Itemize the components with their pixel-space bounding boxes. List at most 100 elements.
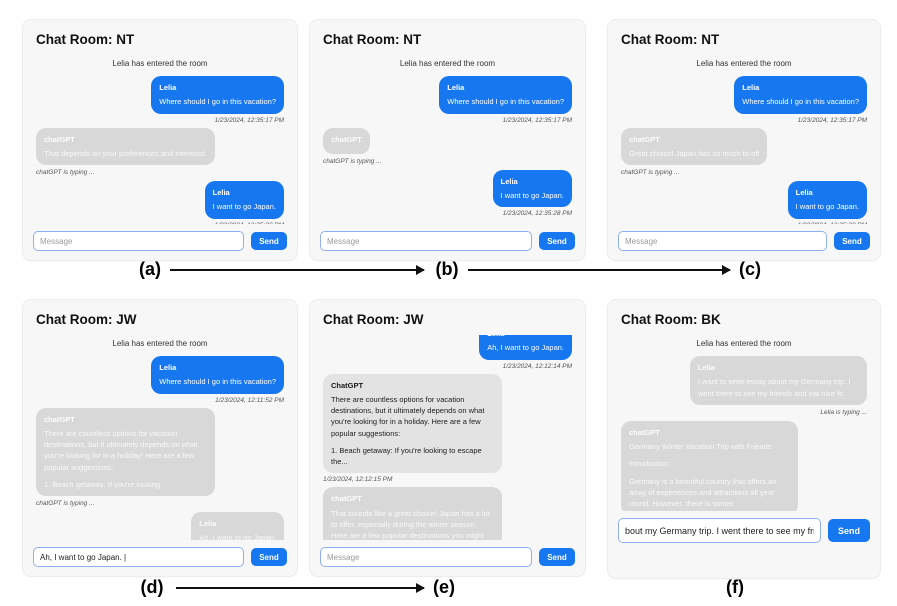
message-timestamp: 1/23/2024, 12:35:17 PM xyxy=(214,116,284,124)
message-text: That depends on your preferences and int… xyxy=(44,148,207,158)
message-input[interactable] xyxy=(320,231,532,251)
message-text: There are countless options for vacation… xyxy=(44,428,198,472)
message-text: Great choice! Japan has so much to off xyxy=(629,148,760,158)
message-timestamp: 1/23/2024, 12:35:17 PM xyxy=(797,116,867,124)
message-text: Where should I go in this vacation? xyxy=(742,97,859,107)
figure-label-d: (d) xyxy=(140,577,164,597)
figure-label-b: (b) xyxy=(435,259,459,279)
message-input[interactable] xyxy=(618,518,821,543)
typing-indicator: chatGPT is typing ... xyxy=(36,169,95,176)
chat-room-title: Chat Room: NT xyxy=(621,32,720,47)
message-row: chatGPT Germany Winter Vacation Trip with… xyxy=(621,420,867,511)
arrow-a-to-b xyxy=(170,265,425,275)
chat-bubble: ChatGPT There are countless options for v… xyxy=(323,373,503,474)
arrow-d-to-e xyxy=(176,583,425,593)
message-timestamp: 1/23/2024, 12:12:14 PM xyxy=(502,362,572,370)
message-row: Lelia I want to go Japan. xyxy=(36,181,284,219)
sender-name: chatGPT xyxy=(629,427,660,437)
sender-name: Lelia xyxy=(447,83,465,92)
send-button[interactable]: Send xyxy=(251,232,287,250)
system-message: Lelia has entered the room xyxy=(399,59,496,68)
chat-room-title: Chat Room: JW xyxy=(323,312,424,327)
sender-name: Lelia xyxy=(500,176,518,186)
message-text: I want to go Japan. xyxy=(212,202,276,212)
message-input[interactable] xyxy=(320,547,532,567)
chat-bubble: chatGPT Germany Winter Vacation Trip with… xyxy=(621,420,799,511)
send-button[interactable]: Send xyxy=(828,519,870,542)
message-input[interactable] xyxy=(618,231,827,251)
send-button[interactable]: Send xyxy=(834,232,870,250)
message-input-row: Send xyxy=(33,547,287,567)
message-text: 1. Beach getaway: If you're looking xyxy=(44,479,161,489)
sender-name: Lelia xyxy=(795,188,813,197)
send-button[interactable]: Send xyxy=(539,232,575,250)
sender-name: Lelia xyxy=(212,188,230,197)
system-message: Lelia has entered the room xyxy=(112,59,208,68)
message-timestamp: 1/23/2024, 12:35:28 PM xyxy=(502,210,572,218)
message-text: Germany Winter Vacation Trip with Friend… xyxy=(629,442,772,451)
sender-name: ChatGPT xyxy=(331,380,364,390)
message-input-row: Send xyxy=(320,547,575,567)
chat-room-title: Chat Room: NT xyxy=(36,32,135,47)
message-row: Lelia I want to write essay about my Germ… xyxy=(621,356,867,405)
message-timestamp: 1/23/2024, 12:35:17 PM xyxy=(502,116,572,124)
figure-label-f: (f) xyxy=(726,577,744,597)
message-input-row: Send xyxy=(618,518,870,543)
sender-name: chatGPT xyxy=(331,134,362,144)
send-button[interactable]: Send xyxy=(539,548,575,566)
message-text: Ah, I want to go Japan. xyxy=(487,343,564,353)
system-message: Lelia has entered the room xyxy=(112,339,208,348)
message-text: I want to go Japan. xyxy=(500,191,564,200)
arrow-b-to-c xyxy=(468,265,731,275)
sender-name: Lelia xyxy=(199,519,217,528)
message-timestamp: 1/23/2024, 12:12:15 PM xyxy=(323,476,393,484)
sender-name: Lelia xyxy=(697,363,715,372)
chat-room-title: Chat Room: JW xyxy=(36,312,137,327)
sender-name: chatGPT xyxy=(331,494,362,504)
sender-name: Lelia xyxy=(742,83,760,92)
typing-indicator: chatGPT is typing ... xyxy=(621,169,680,176)
figure-label-e: (e) xyxy=(433,577,455,597)
message-row: ChatGPT There are countless options for v… xyxy=(323,373,572,474)
chat-room-panel-b: Chat Room: NT Lelia has entered the room… xyxy=(310,20,585,260)
message-text: Where should I go in this vacation? xyxy=(159,377,276,387)
message-text: Where should I go in this vacation? xyxy=(447,97,564,107)
chat-room-panel-d: Chat Room: JW Lelia has entered the room… xyxy=(23,300,297,576)
message-input[interactable] xyxy=(33,231,244,251)
message-row: chatGPT xyxy=(323,127,572,154)
message-input[interactable] xyxy=(33,547,244,567)
message-timestamp: 1/23/2024, 12:35:28 PM xyxy=(621,222,867,225)
typing-indicator: chatGPT is typing ... xyxy=(323,157,382,165)
message-text: Germany is a beautiful country that offe… xyxy=(629,476,777,509)
chat-room-title: Chat Room: BK xyxy=(621,312,721,327)
message-text: Where should I go in this vacation? xyxy=(159,97,276,107)
chat-room-panel-c: Chat Room: NT Lelia has entered the room… xyxy=(608,20,880,260)
message-timestamp: 1/23/2024, 12:11:52 PM xyxy=(215,396,284,404)
chat-room-title: Chat Room: NT xyxy=(323,32,422,47)
message-text: I want to write essay about my Germany t… xyxy=(697,377,851,398)
send-button[interactable]: Send xyxy=(251,548,287,566)
message-input-row: Send xyxy=(320,231,575,251)
figure-label-c: (c) xyxy=(739,259,761,279)
message-text: There are countless options for vacation… xyxy=(331,394,485,438)
